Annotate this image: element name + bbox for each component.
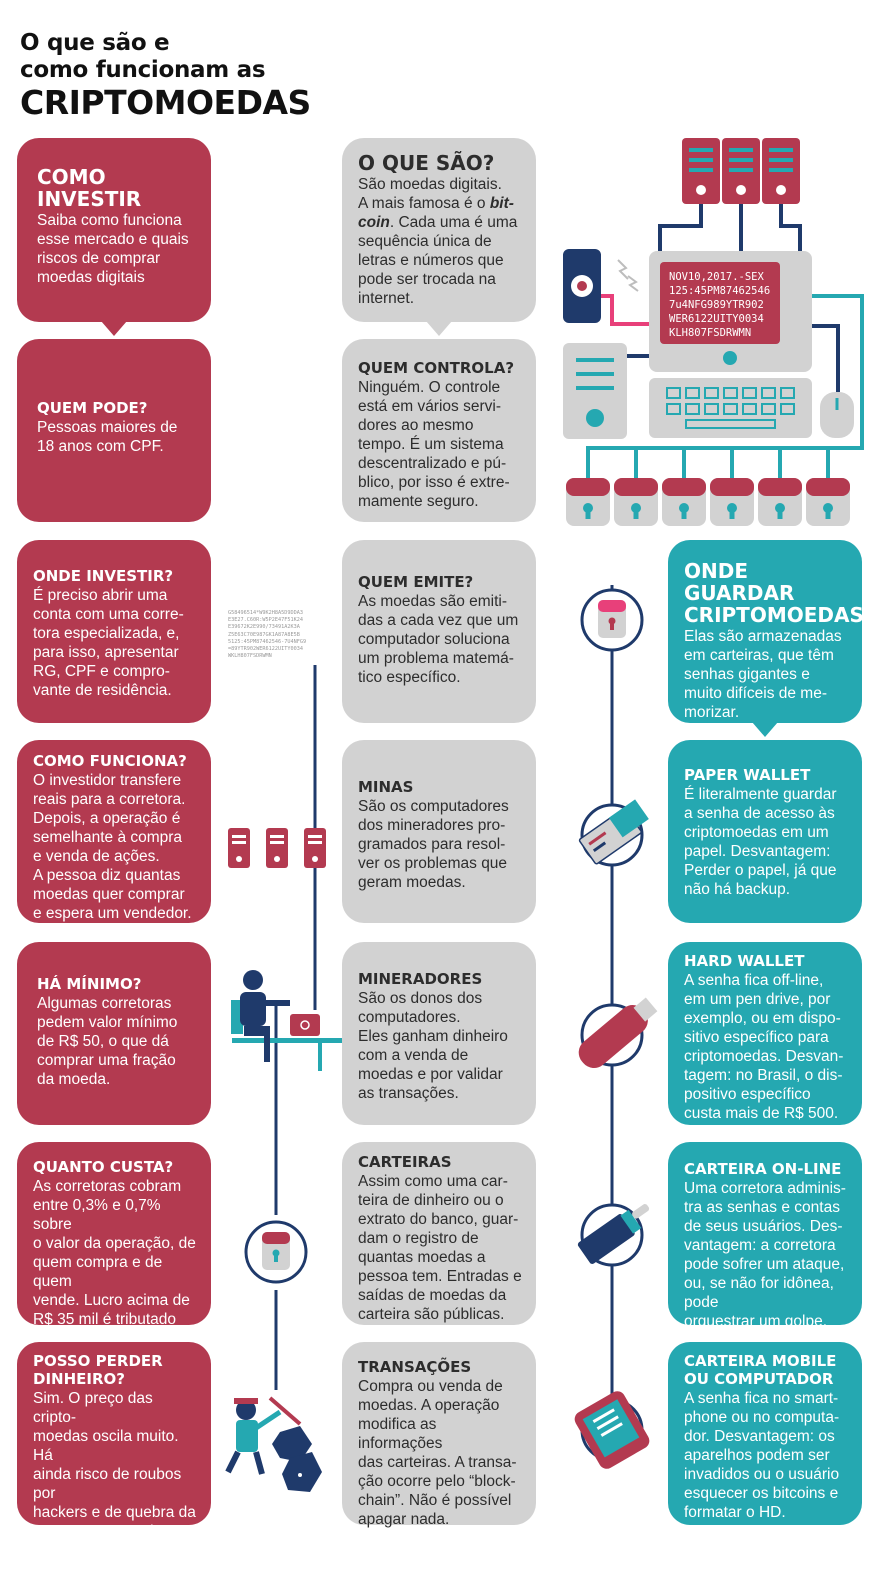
card-heading: QUEM PODE? [37, 399, 148, 417]
card-transacoes: TRANSAÇÕES Compra ou venda de moedas. A … [342, 1342, 536, 1528]
card-heading: COMO FUNCIONA? [33, 752, 187, 770]
card-paper-wallet: PAPER WALLET É literalmente guardar a se… [668, 740, 862, 923]
title-line-2: como funcionam as [20, 57, 266, 83]
card-text: É literalmente guardar a senha de acesso… [684, 786, 837, 898]
card-heading: QUEM EMITE? [358, 573, 474, 591]
card-text: Ninguém. O controle está em vários servi… [358, 379, 510, 510]
power-socket-icon [563, 249, 601, 323]
monitor-icon [649, 251, 812, 372]
card-quem-emite: QUEM EMITE? As moedas são emiti- das a c… [342, 540, 536, 723]
card-heading: ONDE INVESTIR? [33, 567, 174, 585]
onde-guardar-text: Elas são armazenadas em carteiras, que t… [684, 628, 842, 721]
page-title: O que são e como funcionam as CRIPTOMOED… [20, 30, 311, 122]
miner-person-icon [231, 970, 342, 1071]
o-que-sao-text: São moedas digitais. A mais famosa é o b… [358, 176, 518, 307]
hacker-person-icon [225, 1396, 322, 1492]
card-heading: CARTEIRA MOBILE OU COMPUTADOR [684, 1352, 837, 1388]
card-heading: PAPER WALLET [684, 766, 811, 784]
card-text: Assim como uma car- teira de dinheiro ou… [358, 1173, 522, 1323]
card-text: As corretoras cobram entre 0,3% e 0,7% s… [33, 1178, 196, 1347]
card-text: Algumas corretoras pedem valor mínimo de… [37, 995, 178, 1088]
keyboard-icon [649, 378, 812, 438]
como-investir-heading: COMO INVESTIR [37, 165, 142, 211]
card-onde-investir: ONDE INVESTIR? É preciso abrir uma conta… [17, 540, 211, 723]
wallet-icons [574, 588, 658, 1469]
speech-tail [752, 722, 778, 737]
card-heading: QUANTO CUSTA? [33, 1158, 174, 1176]
card-mineradores: MINERADORES São os donos dos computadore… [342, 942, 536, 1125]
onde-guardar-heading: ONDE GUARDAR CRIPTOMOEDAS [684, 559, 864, 627]
card-text: O investidor transfere reais para a corr… [33, 772, 192, 922]
card-text: As moedas são emiti- das a cada vez que … [358, 593, 519, 686]
server-rack-icon [682, 138, 800, 204]
card-heading: MINAS [358, 778, 414, 796]
card-carteira-online: CARTEIRA ON-LINE Uma corretora adminis- … [668, 1142, 862, 1330]
computer-tower-icon [563, 343, 627, 439]
card-text: Sim. O preço das cripto- moedas oscila m… [33, 1390, 197, 1577]
speech-tail [101, 321, 127, 336]
lock-icon [566, 478, 850, 526]
mining-server-icon [228, 828, 326, 868]
speech-tail [426, 321, 452, 336]
card-heading: HARD WALLET [684, 952, 805, 970]
card-heading: CARTEIRA ON-LINE [684, 1160, 842, 1178]
card-text: A senha fica off-line, em um pen drive, … [684, 972, 844, 1122]
card-text: A senha fica no smart- phone ou no compu… [684, 1390, 840, 1521]
card-quem-pode: QUEM PODE? Pessoas maiores de 18 anos co… [17, 339, 211, 522]
mouse-icon [820, 392, 854, 438]
como-investir-text: Saiba como funciona esse mercado e quais… [37, 212, 189, 286]
card-heading: HÁ MÍNIMO? [37, 975, 142, 993]
card-text: São os donos dos computadores. Eles ganh… [358, 990, 508, 1102]
card-heading: CARTEIRAS [358, 1153, 452, 1171]
card-quanto-custa: QUANTO CUSTA? As corretoras cobram entre… [17, 1142, 211, 1347]
card-quem-controla: QUEM CONTROLA? Ninguém. O controle está … [342, 339, 536, 522]
hash-code-text: G58496514*W9K2H8A5D9DDA3 E3E27.C60R:W5P2… [228, 610, 307, 660]
card-ha-minimo: HÁ MÍNIMO? Algumas corretoras pedem valo… [17, 942, 211, 1125]
title-line-1: O que são e [20, 30, 170, 56]
wallet-lock-icon [244, 1220, 308, 1284]
o-que-sao-intro: O QUE SÃO? São moedas digitais. A mais f… [342, 138, 536, 322]
title-line-3: CRIPTOMOEDAS [20, 83, 311, 122]
card-como-funciona: COMO FUNCIONA? O investidor transfere re… [17, 740, 211, 923]
card-text: Uma corretora adminis- tra as senhas e c… [684, 1180, 846, 1330]
card-text: É preciso abrir uma conta com uma corre-… [33, 587, 184, 699]
card-hard-wallet: HARD WALLET A senha fica off-line, em um… [668, 942, 862, 1125]
como-investir-intro: COMO INVESTIR Saiba como funciona esse m… [17, 138, 211, 322]
hash-code-screen: NOV10,2017.-SEX 125:45PM87462546 7u4NFG9… [669, 271, 771, 339]
card-text: Pessoas maiores de 18 anos com CPF. [37, 419, 178, 455]
card-text: Compra ou venda de moedas. A operação mo… [358, 1378, 517, 1528]
onde-guardar-intro: ONDE GUARDAR CRIPTOMOEDAS Elas são armaz… [668, 540, 864, 723]
o-que-sao-heading: O QUE SÃO? [358, 151, 495, 175]
card-heading: POSSO PERDER DINHEIRO? [33, 1352, 163, 1388]
card-heading: QUEM CONTROLA? [358, 359, 515, 377]
card-carteiras: CARTEIRAS Assim como uma car- teira de d… [342, 1142, 536, 1325]
card-minas: MINAS São os computadores dos mineradore… [342, 740, 536, 923]
card-heading: MINERADORES [358, 970, 483, 988]
card-carteira-mobile: CARTEIRA MOBILE OU COMPUTADOR A senha fi… [668, 1342, 862, 1525]
card-text: São os computadores dos mineradores pro-… [358, 798, 509, 891]
card-heading: TRANSAÇÕES [358, 1358, 472, 1376]
card-posso-perder: POSSO PERDER DINHEIRO? Sim. O preço das … [17, 1342, 211, 1577]
